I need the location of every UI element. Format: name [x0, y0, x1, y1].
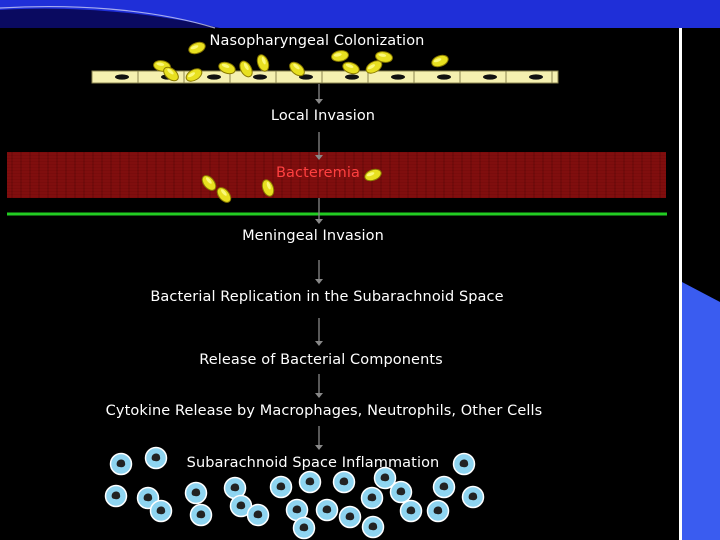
bacterium [364, 168, 382, 182]
cell-nucleus [207, 74, 221, 80]
leukocyte [461, 485, 485, 509]
leukocyte [360, 486, 384, 510]
bacterium [365, 60, 383, 74]
bacterium [375, 51, 393, 63]
leukocyte [292, 516, 316, 540]
cell-nucleus [529, 74, 543, 80]
right-border [679, 28, 720, 540]
bacterium [342, 61, 360, 75]
bacterium [431, 54, 449, 68]
cell-nucleus [391, 74, 405, 80]
leukocyte [104, 484, 128, 508]
bacterium [188, 41, 206, 55]
arrow-head [315, 155, 323, 160]
header-band [0, 0, 720, 29]
leukocyte [373, 466, 397, 490]
step-subarachnoid-inflammation: Subarachnoid Space Inflammation [186, 455, 440, 471]
arrow-head [315, 445, 323, 450]
leukocyte [452, 452, 476, 476]
bacterium [256, 54, 270, 72]
bacterium [239, 60, 253, 78]
leukocyte [315, 498, 339, 522]
leukocyte [399, 499, 423, 523]
leukocyte [189, 503, 213, 527]
epithelial-cell [551, 70, 559, 84]
leukocyte [426, 499, 450, 523]
step-nasopharyngeal-colonization: Nasopharyngeal Colonization [209, 33, 425, 49]
cell-nucleus [483, 74, 497, 80]
leukocyte [149, 499, 173, 523]
arrow-head [315, 341, 323, 346]
leukocyte [184, 481, 208, 505]
blood-band [7, 152, 666, 198]
cell-nucleus [253, 74, 267, 80]
bacterium [331, 50, 349, 62]
bacterium [185, 68, 203, 82]
epithelium [91, 70, 559, 84]
step-local-invasion: Local Invasion [270, 108, 376, 124]
leukocyte [246, 503, 270, 527]
arrow-head [315, 393, 323, 398]
leukocyte [332, 470, 356, 494]
arrow-head [315, 219, 323, 224]
step-release-bacterial-components: Release of Bacterial Components [199, 352, 443, 368]
step-bacterial-replication: Bacterial Replication in the Subarachnoi… [150, 289, 504, 305]
cell-nucleus [437, 74, 451, 80]
step-meningeal-invasion: Meningeal Invasion [242, 228, 384, 244]
cell-nucleus [345, 74, 359, 80]
flow-arrows [315, 84, 323, 450]
leukocyte [338, 505, 362, 529]
bacterium [261, 179, 275, 197]
leukocyte [223, 476, 247, 500]
leukocyte [109, 452, 133, 476]
leukocyte [389, 480, 413, 504]
leukocyte [432, 475, 456, 499]
step-cytokine-release: Cytokine Release by Macrophages, Neutrop… [105, 403, 543, 419]
step-bacteremia: Bacteremia [275, 165, 361, 181]
bacterium [218, 61, 236, 75]
bacterium [289, 61, 305, 77]
arrow-head [315, 279, 323, 284]
bacterium [163, 66, 179, 82]
arrow-head [315, 99, 323, 104]
leukocytes-group [104, 446, 485, 540]
cell-nucleus [115, 74, 129, 80]
leukocyte [361, 515, 385, 539]
leukocyte [269, 475, 293, 499]
leukocyte [298, 470, 322, 494]
leukocyte [144, 446, 168, 470]
